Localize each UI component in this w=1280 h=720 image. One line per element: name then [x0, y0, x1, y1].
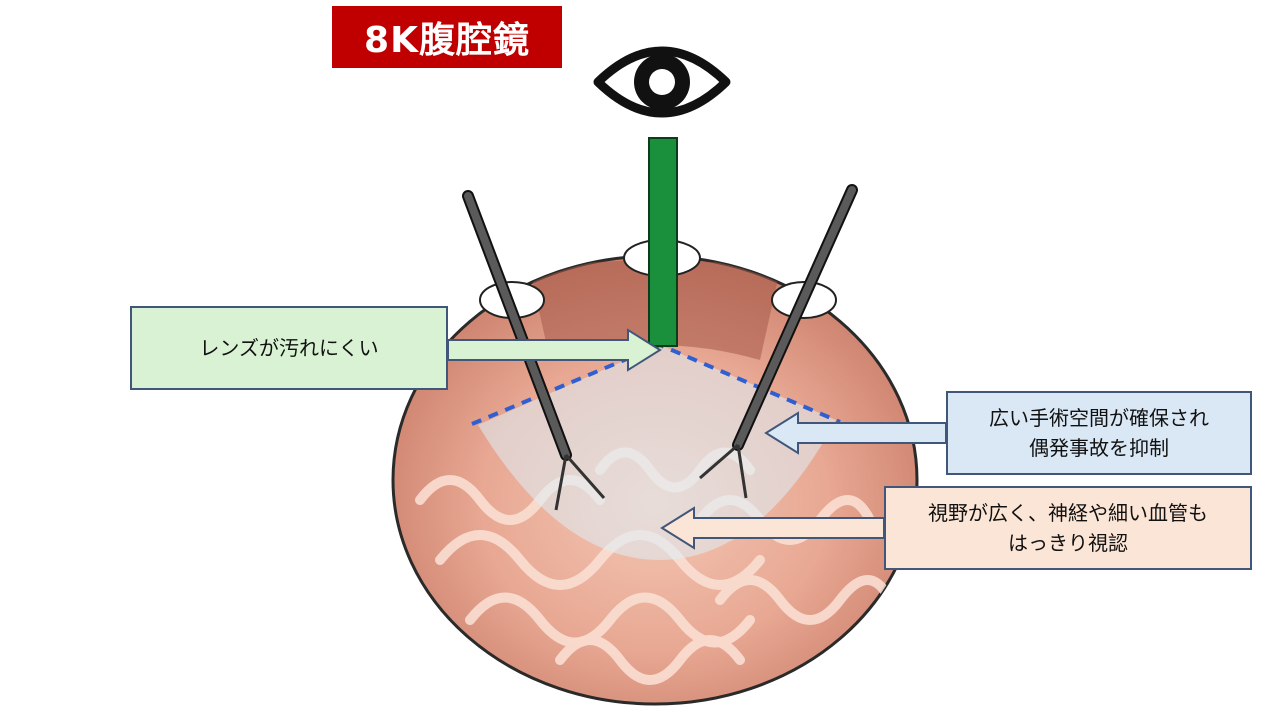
arrow-view: [660, 506, 885, 550]
callout-wide-view: 視野が広く、神経や細い血管も はっきり視認: [884, 486, 1252, 570]
callout-space-line1: 広い手術空間が確保され: [989, 406, 1209, 430]
eye-icon: [593, 46, 731, 118]
arrow-lens: [447, 328, 662, 372]
arrow-space: [764, 411, 947, 455]
page-title: 8K腹腔鏡: [332, 6, 562, 68]
callout-lens-line1: レンズが汚れにくい: [199, 336, 379, 360]
forceps-left: [462, 190, 606, 511]
callout-space-line2: 偶発事故を抑制: [1029, 436, 1169, 460]
callout-lens-clean: レンズが汚れにくい: [130, 306, 448, 390]
callout-view-line1: 視野が広く、神経や細い血管も: [928, 501, 1208, 525]
callout-view-line2: はっきり視認: [1008, 531, 1128, 555]
forceps-right: [699, 184, 858, 499]
field-of-view: [478, 345, 836, 560]
abdominal-cavity: [391, 254, 919, 706]
callout-surgical-space: 広い手術空間が確保され 偶発事故を抑制: [946, 391, 1252, 475]
laparoscope: [648, 137, 678, 347]
